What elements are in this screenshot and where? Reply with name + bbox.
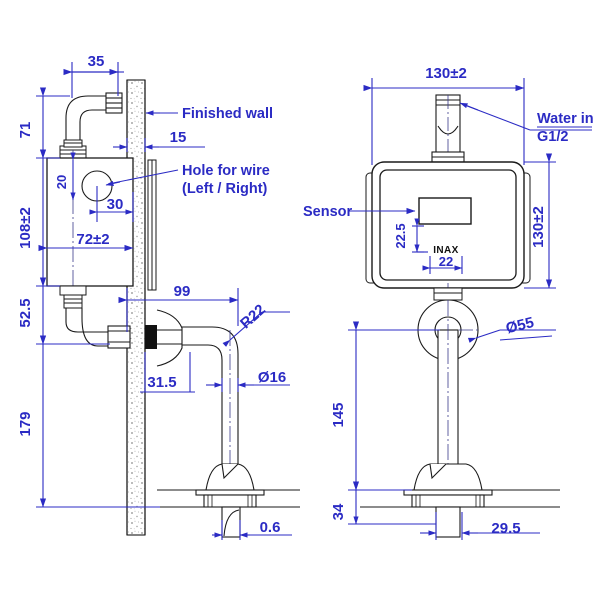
label-hole-for-wire-side: (Left / Right)	[182, 181, 268, 197]
deck-mount-cone-front	[403, 463, 493, 508]
label-water-in-thread: G1/2	[537, 129, 568, 145]
wall-bracket-plate	[147, 159, 157, 291]
brand-logo-inax: INAX	[433, 245, 459, 256]
label-water-in: Water in	[537, 111, 594, 127]
dim-34: 34	[330, 503, 347, 520]
water-inlet-pipe-front	[431, 94, 465, 163]
dim-15: 15	[170, 129, 187, 146]
dim-29-5: 29.5	[491, 520, 520, 537]
valve-body-front	[365, 161, 531, 300]
dim-130-width: 130±2	[425, 65, 467, 82]
dim-20: 20	[54, 175, 69, 189]
label-sensor: Sensor	[303, 204, 353, 220]
tailpiece-front	[435, 506, 461, 538]
dim-130-height: 130±2	[530, 206, 547, 248]
deck-mount-cone-side	[195, 463, 265, 508]
valve-body-side	[46, 150, 134, 300]
finished-wall-section	[126, 79, 146, 536]
dim-diameter-16: Ø16	[258, 369, 286, 386]
inlet-elbow-pipe	[65, 92, 123, 158]
lower-coupling-nut	[59, 285, 87, 309]
dim-30: 30	[107, 196, 124, 213]
left-view-dimensions	[36, 62, 292, 540]
dim-22-5: 22.5	[393, 223, 408, 248]
lower-stub-front	[433, 287, 463, 301]
right-view-dimensions	[348, 78, 592, 540]
dim-diameter-55: Ø55	[504, 314, 536, 337]
tailpiece-side	[221, 506, 241, 538]
dim-99: 99	[174, 283, 191, 300]
dim-145: 145	[330, 402, 347, 427]
outlet-pipe-side	[65, 308, 131, 349]
dim-71: 71	[17, 122, 34, 139]
dim-72: 72±2	[76, 231, 109, 248]
dim-22: 22	[439, 254, 453, 269]
dim-31-5: 31.5	[147, 374, 176, 391]
wall-seal-block	[145, 325, 157, 349]
leader-underlines	[499, 126, 592, 341]
dim-108: 108±2	[17, 207, 34, 249]
dim-0-6: 0.6	[260, 519, 281, 536]
dim-179: 179	[17, 411, 34, 436]
dim-52-5: 52.5	[17, 298, 34, 327]
sensor-window	[418, 197, 472, 225]
dim-35: 35	[88, 53, 105, 70]
spout-bend-tube	[182, 326, 239, 478]
label-hole-for-wire: Hole for wire	[182, 163, 270, 179]
wall-escutcheon-side	[156, 309, 183, 367]
label-finished-wall: Finished wall	[182, 106, 273, 122]
